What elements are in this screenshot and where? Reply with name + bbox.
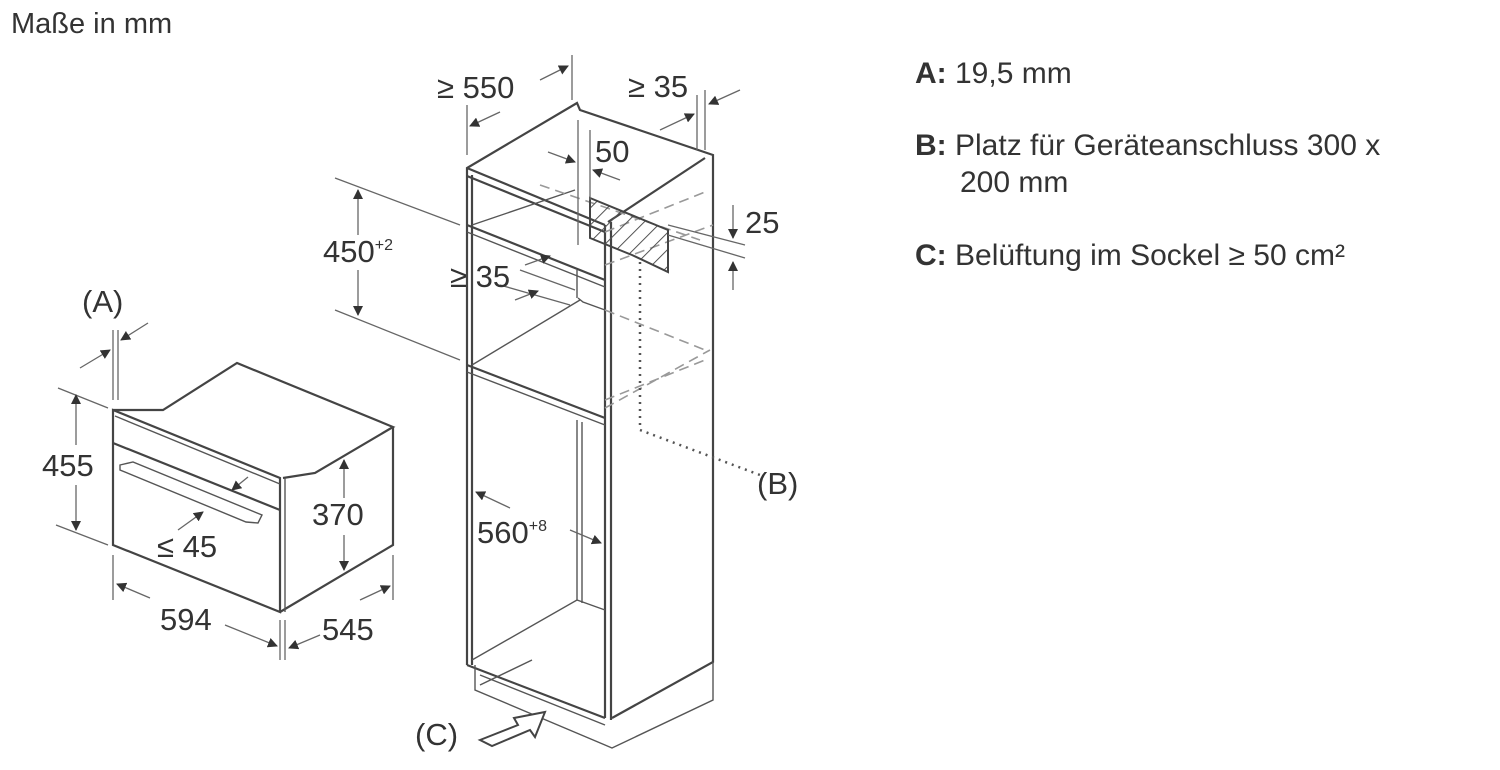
side-height-label: 370 (312, 497, 364, 532)
height-label: 455 (42, 448, 94, 483)
shelf (466, 223, 606, 282)
marker-a: (A) (82, 284, 123, 319)
niche-width-tolerance: +8 (529, 518, 547, 535)
legend-item-a: A: 19,5 mm (915, 55, 1072, 92)
marker-b: (B) (757, 466, 798, 501)
depth-label: 545 (322, 612, 374, 647)
slot-height-label: 25 (745, 205, 779, 240)
legend-item-c: C: Belüftung im Sockel ≥ 50 cm² (915, 237, 1345, 274)
niche-height-value: 450 (323, 234, 375, 269)
handle-depth-label: ≤ 45 (157, 529, 217, 564)
oven-side (279, 427, 395, 613)
ventilation-arrow-icon (477, 710, 547, 748)
shelf-gap-label: ≥ 35 (450, 259, 510, 294)
legend-key: B: (915, 129, 947, 162)
legend-item-b: B: Platz für Geräteanschluss 300 x 200 m… (915, 127, 1380, 201)
oven-front (111, 408, 282, 614)
oven-top (113, 361, 396, 480)
oven-dimensions: (A) 455 370 ≤ 45 594 545 (42, 284, 394, 660)
connection-area-b (589, 196, 669, 274)
legend-key: A: (915, 57, 947, 90)
depth-label: ≥ 550 (437, 70, 514, 105)
niche-width-value: 560 (477, 515, 529, 550)
niche-height-tolerance: +2 (375, 237, 393, 254)
rear-gap-label: ≥ 35 (628, 69, 688, 104)
leader-b (638, 262, 761, 477)
legend-key: C: (915, 239, 947, 272)
niche-width-label: 560+8 (477, 515, 547, 550)
niche-height-label: 450+2 (323, 234, 393, 269)
legend-text-cont: 200 mm (960, 166, 1069, 199)
shelf (466, 363, 606, 420)
cabinet-drawing: (B) (C) (415, 101, 798, 752)
oven-control-strip (112, 441, 281, 512)
legend-text: 19,5 mm (955, 57, 1072, 90)
legend-text: Platz für Geräteanschluss 300 x (955, 129, 1381, 162)
oven-drawing (111, 361, 396, 614)
units-caption: Maße in mm (11, 8, 173, 40)
width-label: 594 (160, 602, 212, 637)
marker-c: (C) (415, 717, 458, 752)
shelf (466, 174, 606, 234)
oven-handle (119, 461, 263, 524)
cabinet-dimensions: ≥ 550 ≥ 35 50 25 450+2 ≥ 35 560+8 (323, 55, 779, 550)
legend-text: Belüftung im Sockel ≥ 50 cm² (955, 239, 1345, 272)
offset-label: 50 (595, 134, 629, 169)
